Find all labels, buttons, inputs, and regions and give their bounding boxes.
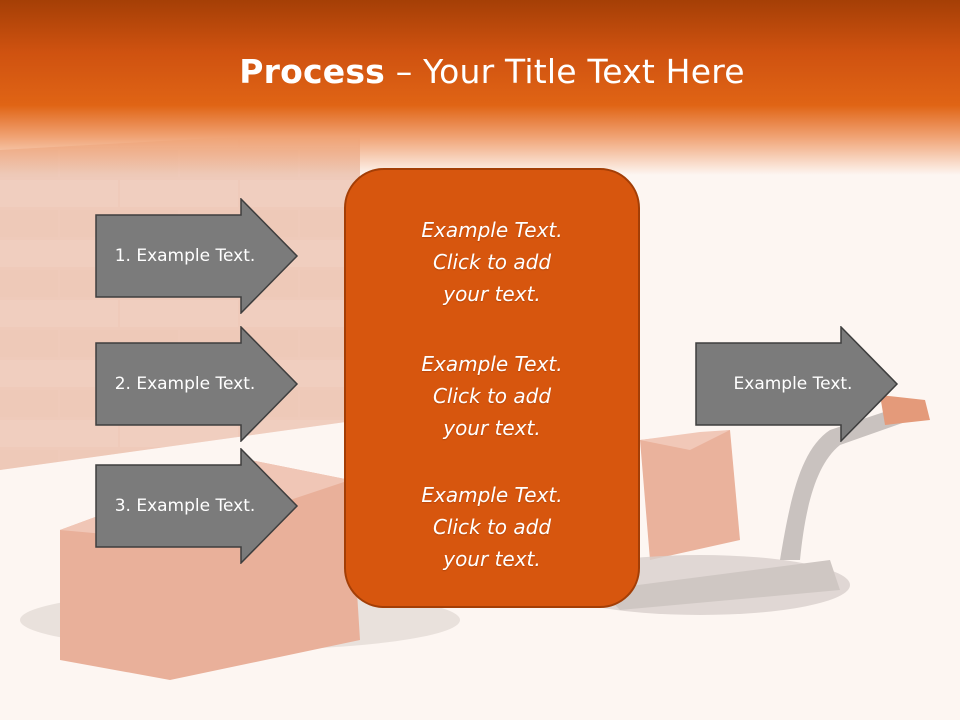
center-text-3[interactable]: Example Text. Click to add your text. — [421, 483, 563, 571]
process-arrow-1-label: 1. Example Text. — [114, 246, 256, 266]
slide-title: Process – Your Title Text Here — [0, 52, 960, 91]
center-text-box[interactable]: Example Text. Click to add your text. Ex… — [344, 168, 640, 608]
process-arrow-3[interactable]: 3. Example Text. — [95, 448, 299, 564]
process-arrow-1[interactable]: 1. Example Text. — [95, 198, 299, 314]
result-arrow-label: Example Text. — [733, 374, 853, 394]
title-bold: Process — [239, 52, 386, 91]
process-arrow-2[interactable]: 2. Example Text. — [95, 326, 299, 442]
title-rest: – Your Title Text Here — [385, 52, 745, 91]
process-arrow-3-label: 3. Example Text. — [114, 496, 256, 516]
process-arrow-2-label: 2. Example Text. — [114, 374, 256, 394]
result-arrow[interactable]: Example Text. — [695, 326, 899, 442]
header-band — [0, 0, 960, 175]
center-text-1[interactable]: Example Text. Click to add your text. — [421, 218, 563, 306]
center-text-2[interactable]: Example Text. Click to add your text. — [421, 352, 563, 440]
